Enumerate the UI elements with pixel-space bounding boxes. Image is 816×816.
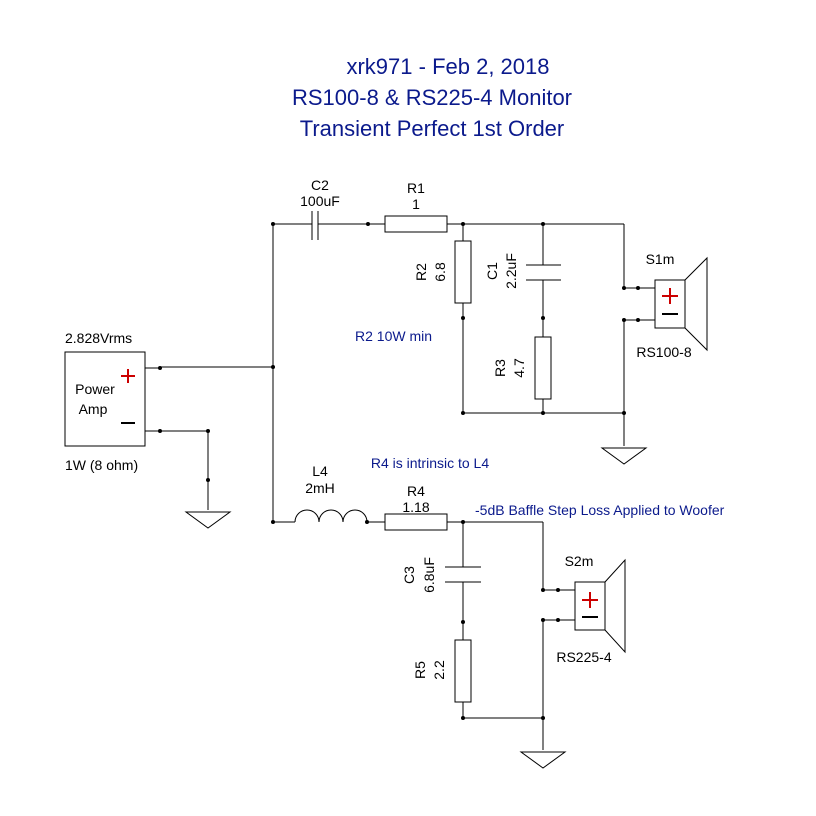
capacitor-c1 bbox=[526, 264, 561, 281]
r4-ref-label: R4 bbox=[407, 483, 425, 499]
capacitor-c3 bbox=[445, 566, 481, 583]
note-r4-intrinsic: R4 is intrinsic to L4 bbox=[371, 455, 489, 471]
s2-ref-label: S2m bbox=[565, 553, 594, 569]
title-line-project: RS100-8 & RS225-4 Monitor bbox=[292, 85, 572, 110]
resistor-r2 bbox=[454, 240, 472, 304]
speaker-s2m bbox=[574, 558, 626, 654]
power-amp-label-1: Power bbox=[75, 381, 115, 397]
l4-value-label: 2mH bbox=[305, 480, 335, 496]
r2-value-label: 6.8 bbox=[432, 262, 448, 282]
r5-value-label: 2.2 bbox=[431, 660, 447, 680]
r1-ref-label: R1 bbox=[407, 180, 425, 196]
l4-ref-label: L4 bbox=[312, 463, 328, 479]
power-amp-box bbox=[64, 351, 146, 447]
c1-ref-label: C1 bbox=[484, 262, 500, 280]
r1-value-label: 1 bbox=[412, 196, 420, 212]
resistor-r1 bbox=[384, 215, 448, 233]
ground-symbol-tweeter bbox=[600, 447, 648, 465]
r4-value-label: 1.18 bbox=[402, 499, 429, 515]
title-line-topology: Transient Perfect 1st Order bbox=[300, 116, 565, 141]
c3-value-label: 6.8uF bbox=[421, 557, 437, 593]
ground-symbol-amp bbox=[184, 511, 232, 529]
title-line-author-date: xrk971 - Feb 2, 2018 bbox=[346, 54, 549, 79]
note-baffle-step: -5dB Baffle Step Loss Applied to Woofer bbox=[475, 502, 725, 518]
s1-ref-label: S1m bbox=[646, 251, 675, 267]
wire-amp-minus bbox=[145, 430, 209, 510]
r3-ref-label: R3 bbox=[492, 359, 508, 377]
r2-ref-label: R2 bbox=[413, 263, 429, 281]
capacitor-c2 bbox=[311, 211, 319, 240]
resistor-r5 bbox=[454, 639, 472, 703]
speaker-s1m bbox=[654, 256, 708, 352]
power-amp-source bbox=[64, 351, 146, 447]
wire-amp-plus bbox=[145, 366, 273, 369]
c3-ref-label: C3 bbox=[401, 566, 417, 584]
c1-value-label: 2.2uF bbox=[503, 253, 519, 289]
source-power-label: 1W (8 ohm) bbox=[65, 457, 138, 473]
s2-model-label: RS225-4 bbox=[556, 649, 611, 665]
ground-symbol-woofer bbox=[519, 751, 567, 769]
resistor-r4 bbox=[384, 513, 448, 531]
note-r2-power: R2 10W min bbox=[355, 328, 432, 344]
junction-dots bbox=[158, 222, 640, 720]
power-amp-label-2: Amp bbox=[79, 401, 108, 417]
resistor-r3 bbox=[534, 336, 552, 400]
c2-ref-label: C2 bbox=[311, 177, 329, 193]
r3-value-label: 4.7 bbox=[511, 358, 527, 378]
c2-value-label: 100uF bbox=[300, 193, 340, 209]
s1-model-label: RS100-8 bbox=[636, 344, 691, 360]
r5-ref-label: R5 bbox=[412, 661, 428, 679]
inductor-l4 bbox=[294, 509, 368, 523]
source-voltage-label: 2.828Vrms bbox=[65, 330, 132, 346]
